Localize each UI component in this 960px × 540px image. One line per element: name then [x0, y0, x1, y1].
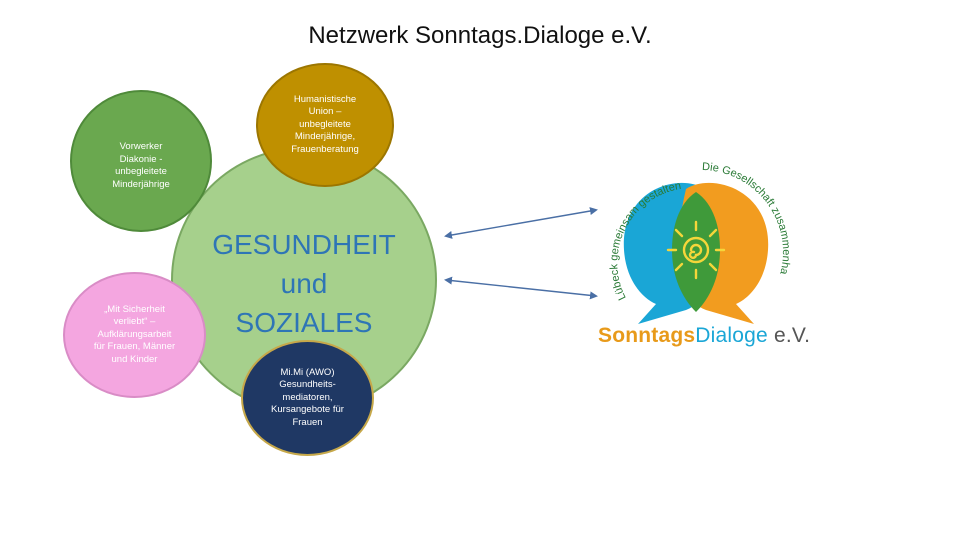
sun-icon	[666, 220, 726, 280]
node-mimi-awo: Mi.Mi (AWO) Gesundheits- mediatoren, Kur…	[241, 340, 374, 456]
wordmark-ev: e.V.	[767, 324, 811, 347]
node-mit-sicherheit-verliebt-label: „Mit Sicherheit verliebt“ – Aufklärungsa…	[93, 303, 176, 365]
node-humanistische-union-label: Humanistische Union – unbegleitete Minde…	[291, 93, 359, 155]
wordmark-sonntags: Sonntags	[598, 324, 696, 347]
sonntagsdialoge-logo-emblem: Lübeck gemeinsam gestalten Die Gesellsch…	[590, 152, 792, 324]
logo-green-overlap	[672, 192, 720, 312]
double-arrow-lower	[444, 276, 598, 300]
node-humanistische-union: Humanistische Union – unbegleitete Minde…	[256, 63, 394, 187]
sonntagsdialoge-wordmark: SonntagsDialoge e.V.	[598, 324, 810, 348]
node-vorwerker-diakonie-label: Vorwerker Diakonie - unbegleitete Minder…	[112, 141, 170, 190]
node-mit-sicherheit-verliebt: „Mit Sicherheit verliebt“ – Aufklärungsa…	[63, 272, 206, 398]
wordmark-dialoge: Dialoge	[695, 324, 768, 347]
double-arrow-upper	[444, 207, 598, 239]
center-node-gesundheit-soziales: GESUNDHEIT und SOZIALES	[171, 147, 437, 413]
center-node-label: GESUNDHEIT und SOZIALES	[212, 228, 396, 338]
node-vorwerker-diakonie: Vorwerker Diakonie - unbegleitete Minder…	[70, 90, 212, 232]
node-mimi-awo-label: Mi.Mi (AWO) Gesundheits- mediatoren, Kur…	[271, 366, 344, 428]
page-title: Netzwerk Sonntags.Dialoge e.V.	[308, 22, 652, 49]
